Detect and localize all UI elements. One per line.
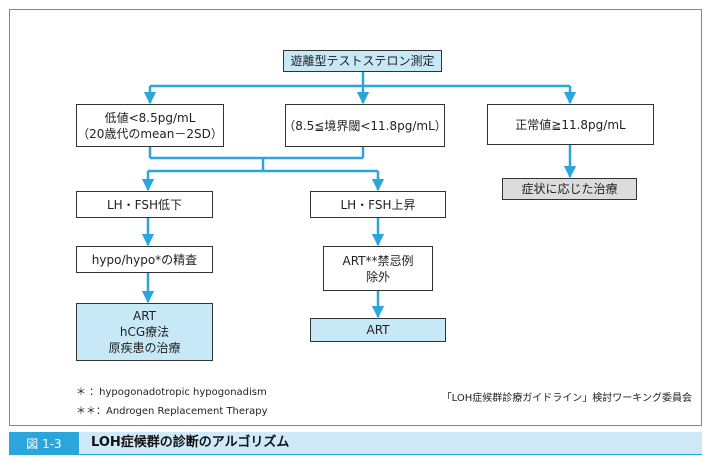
lh-fsh-high-node: LH・FSH上昇 — [310, 191, 446, 218]
normal-value-node: 正常値≧11.8pg/mL — [487, 104, 654, 145]
low-value-line2: （20歳代のmean－2SD） — [77, 126, 223, 141]
source-credit: 「LOH症候群診療ガイドライン」検討ワーキング委員会 — [441, 393, 692, 404]
treatment-line2: hCG療法 — [119, 325, 170, 339]
footnote-art: ＊＊：Androgen Replacement Therapy — [76, 406, 268, 417]
root-node-free-testosterone: 遊離型テストステロン測定 — [283, 50, 442, 72]
lh-fsh-high-label: LH・FSH上昇 — [340, 197, 416, 212]
figure-title: LOH症候群の診断のアルゴリズム — [91, 435, 290, 450]
low-value-line1: 低値<8.5pg/mL — [104, 110, 196, 125]
art-node: ART — [310, 318, 446, 342]
art-contraindication-node: ART**禁忌例 除外 — [323, 246, 433, 291]
art-contraindication-line1: ART**禁忌例 — [342, 253, 414, 268]
hypo-check-label: hypo/hypo*の精査 — [91, 252, 198, 267]
hypo-check-node: hypo/hypo*の精査 — [76, 246, 213, 273]
borderline-node: （8.5≦境界閾<11.8pg/mL） — [283, 104, 447, 147]
figure-number: 図 1-3 — [9, 432, 79, 454]
borderline-label: （8.5≦境界閾<11.8pg/mL） — [283, 118, 447, 133]
root-node-label: 遊離型テストステロン測定 — [290, 54, 435, 68]
symptom-treatment-node: 症状に応じた治療 — [502, 178, 637, 200]
low-value-node: 低値<8.5pg/mL （20歳代のmean－2SD） — [76, 104, 224, 147]
art-label: ART — [366, 323, 390, 337]
treatment-line3: 原疾患の治療 — [108, 341, 181, 355]
symptom-treatment-label: 症状に応じた治療 — [521, 182, 618, 196]
art-contraindication-line2: 除外 — [365, 269, 390, 284]
normal-value-label: 正常値≧11.8pg/mL — [515, 117, 626, 132]
lh-fsh-low-label: LH・FSH低下 — [106, 197, 183, 212]
footnote-hypo: ＊ ：hypogonadotropic hypogonadism — [76, 387, 267, 398]
treatment-line1: ART — [132, 309, 156, 323]
figure-caption-bar: 図 1-3 LOH症候群の診断のアルゴリズム — [9, 432, 702, 455]
treatment-options-node: ART hCG療法 原疾患の治療 — [76, 303, 213, 361]
lh-fsh-low-node: LH・FSH低下 — [76, 191, 213, 218]
